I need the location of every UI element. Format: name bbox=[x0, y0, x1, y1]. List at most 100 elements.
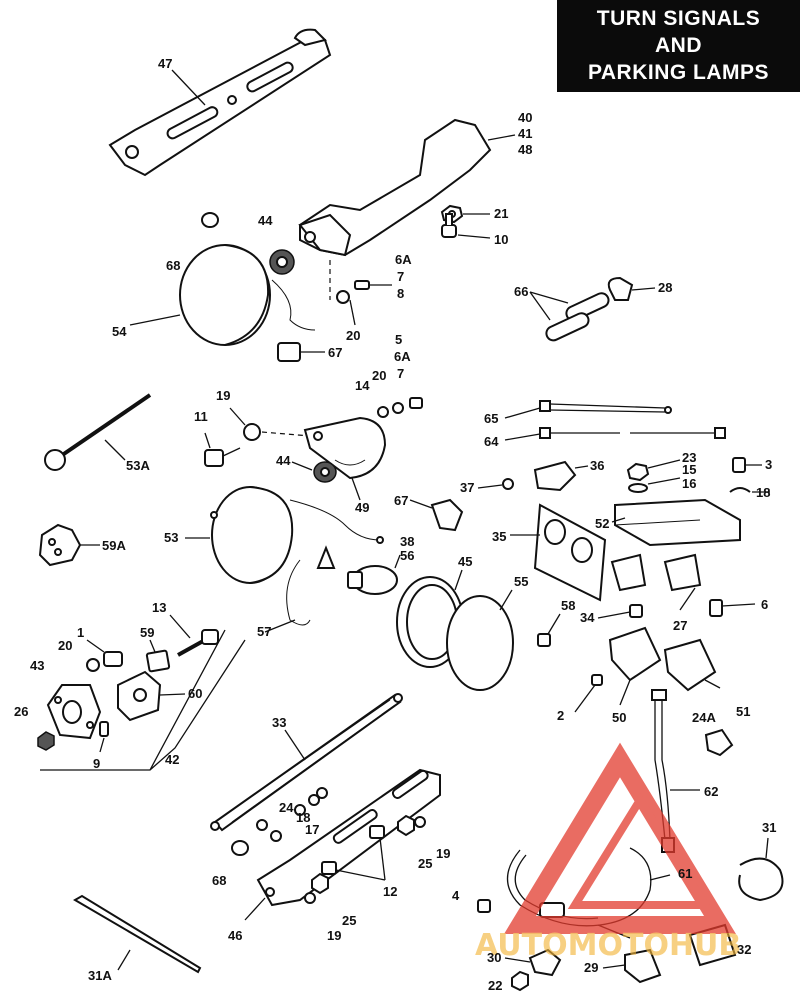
part-25-19-nuts-washers bbox=[304, 814, 426, 904]
part-67-connector-upper bbox=[277, 342, 325, 362]
part-20-washer-upper bbox=[336, 290, 356, 326]
callout-label: 24A bbox=[692, 710, 716, 725]
part-45-gasket bbox=[396, 569, 464, 668]
callout-label: 3 bbox=[765, 457, 772, 472]
callout-label: 7 bbox=[397, 269, 404, 284]
part-49-plate bbox=[303, 416, 387, 501]
part-6A-screw bbox=[354, 280, 392, 290]
callout-label: 29 bbox=[584, 960, 598, 975]
callout-label: 18 bbox=[756, 485, 770, 500]
callout-label: 64 bbox=[484, 434, 499, 449]
callout-label: 24 bbox=[279, 800, 294, 815]
callout-label: 57 bbox=[257, 624, 271, 639]
diagram-title: TURN SIGNALS AND PARKING LAMPS bbox=[557, 0, 800, 92]
lamp-wire-upper bbox=[271, 279, 316, 331]
callout-label: 67 bbox=[394, 493, 408, 508]
callout-label: 6A bbox=[394, 349, 411, 364]
lamp-wire-mid bbox=[289, 499, 381, 541]
callout-label: 28 bbox=[658, 280, 672, 295]
part-42-group-bracket-line bbox=[40, 629, 246, 771]
callout-label: 42 bbox=[165, 752, 179, 767]
part-53A-long-bolt bbox=[44, 393, 152, 471]
part-1-bolt bbox=[86, 639, 123, 667]
part-11-bolt bbox=[204, 432, 241, 467]
callout-label: 1 bbox=[77, 625, 84, 640]
callout-label: 58 bbox=[561, 598, 575, 613]
callout-label: 5 bbox=[395, 332, 402, 347]
part-52-bracket bbox=[611, 498, 741, 547]
part-24A-clip bbox=[704, 728, 734, 757]
part-20-washer-lower bbox=[86, 658, 100, 672]
part-40-mounting-arm bbox=[298, 118, 516, 257]
callout-label: 48 bbox=[518, 142, 532, 157]
callout-label: 38 bbox=[400, 534, 414, 549]
callout-label: 41 bbox=[518, 126, 532, 141]
part-47-bracket bbox=[108, 28, 332, 177]
callout-label: 53 bbox=[164, 530, 178, 545]
assembly-line-mid bbox=[261, 431, 311, 437]
callout-label: 55 bbox=[514, 574, 528, 589]
callout-label: 19 bbox=[436, 846, 450, 861]
part-58-screw bbox=[537, 613, 561, 647]
part-31A-cable-tie bbox=[73, 894, 202, 974]
callout-label: 10 bbox=[494, 232, 508, 247]
part-46-lower-bracket bbox=[244, 768, 441, 921]
callout-label: 68 bbox=[166, 258, 180, 273]
callout-label: 49 bbox=[355, 500, 369, 515]
callout-label: 14 bbox=[355, 378, 370, 393]
callout-label: 50 bbox=[612, 710, 626, 725]
callout-label: 2 bbox=[557, 708, 564, 723]
callout-label: 25 bbox=[418, 856, 432, 871]
callout-label: 44 bbox=[276, 453, 291, 468]
callout-label: 62 bbox=[704, 784, 718, 799]
part-68-bushing bbox=[201, 212, 219, 228]
part-55-lens bbox=[446, 589, 514, 691]
part-68-bushing-lower bbox=[231, 840, 249, 856]
callout-label: 59A bbox=[102, 538, 126, 553]
part-60-bracket bbox=[117, 670, 186, 722]
watermark-triangle bbox=[504, 742, 736, 934]
part-4-screw bbox=[477, 899, 491, 913]
callout-label: 45 bbox=[458, 554, 472, 569]
callout-label: 4 bbox=[452, 888, 460, 903]
part-34-screw bbox=[597, 604, 643, 619]
part-57-socket bbox=[264, 545, 336, 633]
callout-label: 12 bbox=[383, 884, 397, 899]
callout-labels: 47 40 41 48 21 10 44 68 6A 7 8 54 20 67 … bbox=[14, 56, 776, 993]
part-44-grommet bbox=[269, 249, 295, 275]
part-15-16-washers bbox=[628, 477, 681, 493]
callout-label: 15 bbox=[682, 462, 696, 477]
callout-label: 44 bbox=[258, 213, 273, 228]
part-54-front-lamp bbox=[129, 244, 271, 346]
callout-label: 6A bbox=[395, 252, 412, 267]
callout-label: 16 bbox=[682, 476, 696, 491]
callout-label: 21 bbox=[494, 206, 508, 221]
part-29-clip bbox=[602, 948, 662, 984]
callout-label: 59 bbox=[140, 625, 154, 640]
callout-label: 34 bbox=[580, 610, 595, 625]
callout-label: 19 bbox=[327, 928, 341, 943]
part-10-bolt bbox=[441, 213, 491, 239]
callout-label: 17 bbox=[305, 822, 319, 837]
part-12-bolts bbox=[321, 825, 386, 881]
part-14-20-7-small-hardware bbox=[377, 397, 423, 418]
watermark-text: AUTOMOTOHUB bbox=[475, 928, 741, 963]
callout-label: 67 bbox=[328, 345, 342, 360]
title-line-2: AND bbox=[655, 34, 702, 57]
part-19-lockwasher bbox=[229, 407, 261, 441]
callout-label: 53A bbox=[126, 458, 150, 473]
part-27-brackets bbox=[610, 553, 702, 611]
part-66-sleeves bbox=[529, 291, 610, 342]
callout-label: 32 bbox=[737, 942, 751, 957]
callout-label: 20 bbox=[346, 328, 360, 343]
callout-label: 6 bbox=[761, 597, 768, 612]
title-line-3: PARKING LAMPS bbox=[587, 61, 770, 84]
callout-label: 51 bbox=[736, 704, 750, 719]
callout-label: 26 bbox=[14, 704, 28, 719]
callout-label: 7 bbox=[397, 366, 404, 381]
callout-label: 61 bbox=[678, 866, 692, 881]
callout-label: 36 bbox=[590, 458, 604, 473]
callout-label: 31A bbox=[88, 968, 112, 983]
callout-label: 31 bbox=[762, 820, 776, 835]
